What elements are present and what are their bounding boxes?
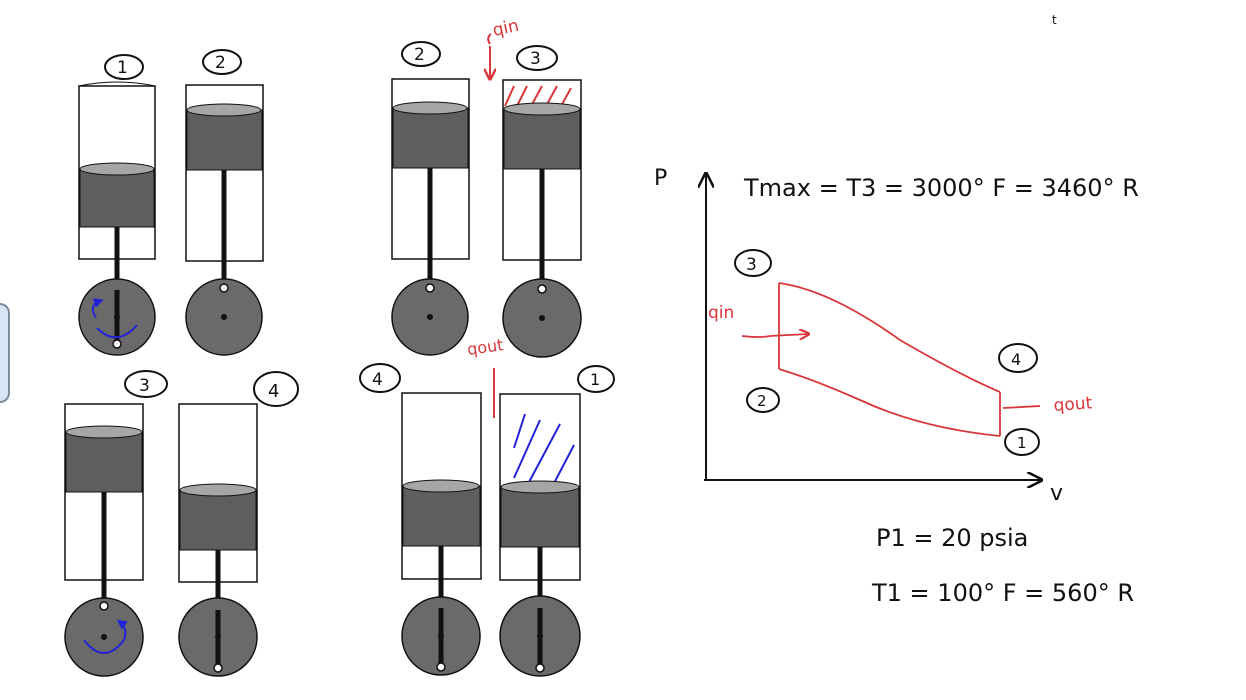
- engine-state-4: 4: [178, 371, 299, 677]
- piston: [79, 168, 155, 228]
- state-label-circle: [124, 370, 168, 398]
- state-label-circle: [516, 45, 558, 71]
- state-2-circle: [746, 387, 780, 413]
- state-label: 3: [139, 376, 150, 396]
- side-panel-tab[interactable]: [0, 303, 10, 403]
- rotation-arrow: [96, 324, 138, 339]
- state-label: 2: [414, 45, 425, 65]
- engine-state-2: 2: [185, 49, 264, 356]
- state-label: 1: [590, 370, 600, 389]
- state-label: 4: [372, 370, 383, 390]
- state-label-circle: [577, 365, 615, 393]
- piston: [500, 486, 580, 548]
- process-3-4: [778, 282, 1001, 393]
- state-label-circle: [253, 371, 299, 407]
- otto-cycle: [741, 282, 1041, 437]
- piston: [179, 489, 257, 551]
- state-label-circle: [359, 363, 401, 393]
- process-1-2: [778, 368, 1001, 437]
- p-axis-label: P: [654, 166, 667, 191]
- piston: [186, 109, 263, 171]
- state-4-label: 4: [1011, 350, 1021, 369]
- state-1-label: 1: [1017, 434, 1027, 452]
- state-label: 3: [530, 49, 541, 69]
- pv-heat-in-label: qin: [708, 303, 734, 323]
- state-label-circle: [202, 49, 242, 75]
- state-4-circle: [998, 343, 1038, 373]
- p1-equation: P1 = 20 psia: [876, 524, 1028, 552]
- piston: [392, 107, 469, 169]
- engine-state-1: 1: [78, 54, 156, 356]
- t1-equation: T1 = 100° F = 560° R: [871, 579, 1134, 607]
- engine-state-3: 3: [64, 370, 168, 677]
- heat-in-annotation: qin: [488, 16, 521, 78]
- heat-addition-left: 2: [391, 41, 470, 356]
- tmax-equation: Tmax = T3 = 3000° F = 3460° R: [743, 174, 1139, 202]
- heat-rejection-right: 1: [499, 365, 615, 677]
- state-label: 4: [268, 381, 279, 402]
- heat-in-label: qin: [491, 16, 521, 41]
- state-2-label: 2: [757, 392, 767, 410]
- pv-heat-out-label: qout: [1053, 393, 1093, 416]
- exhaust-hatching: [513, 413, 575, 488]
- state-label: 2: [215, 53, 226, 73]
- piston: [503, 108, 581, 170]
- v-axis-label: v: [1050, 481, 1063, 506]
- state-1-circle: [1004, 428, 1040, 456]
- rotation-arrow: [83, 619, 128, 654]
- pv-diagram: P v 3 2 4 1 qin qout: [654, 166, 1093, 506]
- state-3-label: 3: [746, 255, 757, 275]
- state-label: 1: [117, 58, 128, 78]
- piston: [65, 431, 143, 493]
- heat-addition-right: 3: [502, 45, 582, 358]
- heat-in-arrow: [741, 334, 808, 337]
- heat-out-label: qout: [466, 335, 505, 359]
- state-label-circle: [401, 41, 441, 67]
- corner-mark: t: [1052, 13, 1057, 27]
- heat-out-arrow: [1002, 405, 1041, 409]
- state-label-circle: [104, 54, 144, 80]
- state-3-circle: [734, 249, 772, 277]
- piston: [402, 485, 481, 547]
- heat-rejection-left: 4: [359, 363, 482, 676]
- heat-out-annotation: qout: [466, 335, 505, 418]
